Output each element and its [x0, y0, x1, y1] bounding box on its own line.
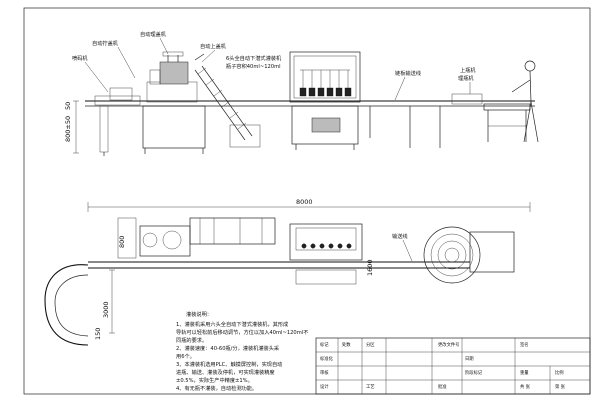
- notes-line-3: 同瓶的要求。: [176, 336, 207, 344]
- filling-machine: [289, 51, 361, 150]
- width-dimension-label: 800: [118, 236, 126, 248]
- drawing-frame: [23, 7, 591, 395]
- notes-title: 灌装说明：: [186, 310, 212, 318]
- height-dimension-label-2: 50: [64, 102, 72, 110]
- tb-sheet-total: 共 张: [520, 383, 531, 390]
- tb-check: 审核: [320, 369, 329, 376]
- label-bottle-volume: 瓶子容积40ml~120ml: [226, 62, 281, 70]
- notes-line-6: 3、本灌装机选用PLC、触摸屏控制，实现自动: [176, 360, 282, 368]
- label-auto-cap-sorter: 自动理盖机: [140, 30, 167, 38]
- tb-sheet-no: 第 张: [555, 383, 566, 390]
- tb-mark: 标记: [320, 341, 329, 348]
- overall-length-label: 8000: [296, 198, 313, 206]
- tb-date: 日期: [465, 356, 474, 362]
- tb-process: 工艺: [366, 384, 375, 390]
- label-conveyor: 输送线: [392, 232, 408, 240]
- tb-standard: 标准化: [320, 355, 334, 362]
- elevation-view: 800±50 50: [64, 51, 539, 156]
- bottle-turntable: [423, 226, 515, 284]
- title-block: 标记 处数 分区 更改文件号 签名 标准化 日期 审核 阶段标记 重量 比例 设…: [315, 337, 591, 395]
- cap-sorter-bowl: [159, 61, 189, 85]
- notes-line-7: 进瓶、输送、灌装及停机，可实现灌装精度: [176, 368, 275, 376]
- curved-conveyor: [44, 264, 89, 346]
- height-dimension-label: 800±50: [64, 116, 72, 142]
- tb-partition: 分区: [366, 341, 375, 348]
- notes-line-4: 2、灌装速度：40-60瓶/分，灌装机灌装头采: [176, 344, 279, 352]
- tb-count: 处数: [342, 341, 351, 348]
- notes-line-8: ±0.5%，实际生产中精度±1%。: [176, 376, 253, 384]
- plan-view: 8000: [44, 198, 531, 346]
- notes-line-1: 1、灌装机采用六头全自动下潜式灌装机，其形成: [176, 320, 288, 328]
- tb-scale: 比例: [555, 369, 564, 376]
- tb-sign: 签名: [520, 341, 529, 348]
- filling-notes: 灌装说明： 1、灌装机采用六头全自动下潜式灌装机，其形成 导轨可以轻松前后移动调…: [176, 310, 308, 392]
- tb-stage: 阶段标记: [465, 369, 483, 376]
- label-auto-capper: 自动拧盖机: [92, 39, 119, 47]
- label-bottle-loading-2: 理瓶机: [458, 74, 474, 82]
- label-auto-cap-loader: 自动上盖机: [200, 42, 227, 50]
- operator-figure-icon: [511, 60, 539, 143]
- label-inkjet-printer: 喷码机: [72, 54, 88, 62]
- curve-width-label: 3000: [102, 301, 110, 318]
- line-width-label: 1600: [366, 259, 374, 276]
- notes-line-9: 4、有无瓶不灌装，自动检测功能。: [176, 384, 257, 392]
- tb-design: 设计: [320, 383, 329, 390]
- notes-line-5: 用6个。: [176, 353, 195, 360]
- label-bottle-loading: 上瓶机: [460, 66, 476, 74]
- curve-radius-label: 150: [94, 328, 102, 340]
- tb-approve: 批准: [438, 383, 447, 390]
- label-chain-conveyor: 链板输送线: [395, 69, 421, 77]
- tb-weight: 重量: [520, 369, 529, 376]
- label-filler: 6头全自动下潜式灌装机: [226, 54, 282, 62]
- cap-elevator: [194, 53, 261, 148]
- tb-file-no: 更改文件号: [438, 341, 459, 348]
- notes-line-2: 导轨可以轻松前后移动调节，方位以加入40ml~120ml不: [176, 328, 308, 336]
